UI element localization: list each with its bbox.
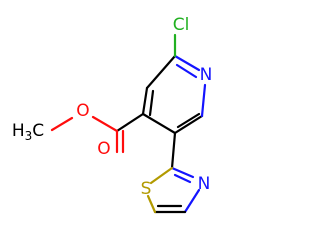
bond-c5-c6 bbox=[173, 114, 204, 135]
methyl-label: H3C bbox=[12, 121, 44, 143]
bond-c3-c4 bbox=[141, 86, 149, 116]
methyl-suffix: C bbox=[32, 121, 44, 141]
bond-c6-n1 bbox=[200, 83, 207, 118]
molecule-svg: Cl N O O H3C S N bbox=[12, 15, 213, 214]
carbonyl-oxygen-label: O bbox=[97, 139, 110, 159]
bond-thz-s-c2 bbox=[149, 166, 174, 185]
thiazole-sulfur-label: S bbox=[141, 179, 152, 199]
pyridine-nitrogen-label: N bbox=[200, 65, 213, 85]
bond-o-methyl bbox=[50, 116, 74, 132]
bond-c5-c6-double bbox=[176, 112, 201, 129]
bond-ester-o bbox=[91, 115, 119, 133]
bond-thz-n-c4 bbox=[183, 188, 201, 214]
methyl-subscript: 3 bbox=[25, 129, 33, 143]
ester-oxygen-label: O bbox=[76, 101, 89, 121]
bond-c2-c3 bbox=[145, 54, 177, 90]
structure-diagram: Cl N O O H3C S N bbox=[12, 15, 213, 214]
thiazole-nitrogen-label: N bbox=[198, 174, 211, 194]
bond-c5-thiazole bbox=[170, 131, 177, 170]
bond-c4-c5 bbox=[141, 112, 177, 135]
bond-thz-c2-n-double bbox=[173, 173, 192, 184]
bond-n1-c2-double bbox=[175, 63, 198, 79]
bond-thz-c2-n bbox=[170, 166, 195, 179]
bond-thz-c5-s bbox=[146, 194, 157, 214]
bond-n1-c2 bbox=[173, 54, 201, 72]
bond-c3-c4-double bbox=[148, 89, 155, 117]
chlorine-label: Cl bbox=[173, 15, 190, 35]
bond-c4-ester bbox=[115, 112, 145, 133]
